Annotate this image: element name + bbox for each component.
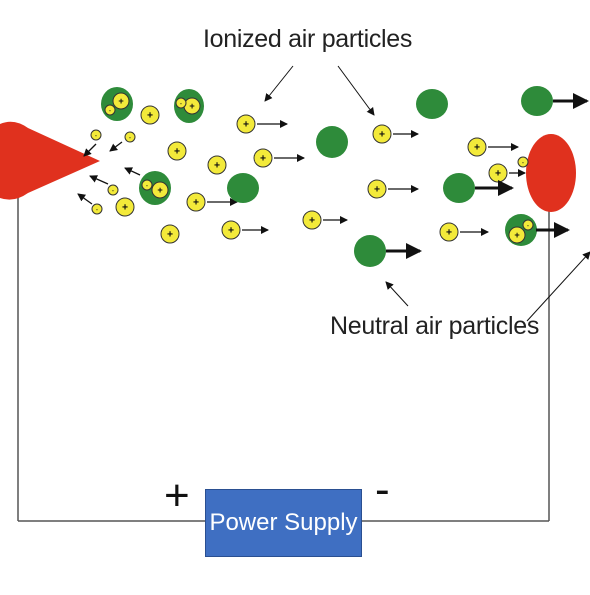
neutral-particle [316, 126, 348, 158]
negative-ion: - [107, 184, 119, 196]
neutral-particle [416, 89, 448, 119]
svg-text:-: - [180, 101, 182, 107]
svg-text:+: + [214, 160, 220, 171]
motion-arrow [77, 193, 93, 205]
svg-text:+: + [167, 229, 173, 240]
negative-terminal-sign: - [375, 465, 390, 514]
neutral-callout-left [385, 281, 409, 307]
positive-ion: + [115, 197, 135, 217]
ionized-cluster: +- [505, 214, 537, 246]
positive-ion: + [367, 179, 387, 199]
collector-electrode [526, 134, 576, 212]
motion-arrow [109, 141, 123, 152]
svg-text:+: + [374, 184, 380, 195]
svg-text:-: - [527, 223, 529, 229]
neutral-particle [521, 86, 553, 116]
svg-text:+: + [193, 197, 199, 208]
svg-text:+: + [243, 119, 249, 130]
svg-text:+: + [309, 215, 315, 226]
svg-text:-: - [129, 135, 131, 141]
negative-ion: - [517, 156, 529, 168]
ionized-callout-left [264, 65, 294, 102]
motion-arrow [124, 167, 141, 176]
svg-text:+: + [228, 225, 234, 236]
svg-text:-: - [96, 207, 98, 213]
svg-text:+: + [495, 168, 501, 179]
motion-arrow [83, 143, 97, 157]
positive-ion: + [302, 210, 322, 230]
positive-ion: + [160, 224, 180, 244]
positive-terminal-sign: + [164, 471, 190, 520]
neutral-particle [354, 235, 386, 267]
positive-ion: + [372, 124, 392, 144]
emitter-electrode [0, 121, 100, 200]
svg-text:-: - [95, 133, 97, 139]
svg-text:+: + [147, 110, 153, 121]
svg-text:-: - [112, 188, 114, 194]
motion-arrow [89, 175, 109, 185]
svg-text:+: + [379, 129, 385, 140]
svg-text:+: + [189, 101, 194, 111]
svg-text:+: + [174, 146, 180, 157]
ionized-cluster: +- [174, 89, 204, 123]
negative-ion: - [90, 129, 102, 141]
circuit-wires [17, 195, 550, 522]
ionized-cluster: +- [101, 87, 133, 121]
svg-text:-: - [109, 108, 111, 114]
positive-ion: + [253, 148, 273, 168]
positive-ion: + [207, 155, 227, 175]
callout-lines [264, 65, 590, 322]
negative-ion: - [124, 131, 136, 143]
svg-text:+: + [446, 227, 452, 238]
positive-ion: + [236, 114, 256, 134]
svg-text:+: + [514, 230, 519, 240]
svg-text:+: + [122, 202, 128, 213]
svg-text:+: + [474, 142, 480, 153]
power-supply-label: Power Supply [209, 509, 358, 536]
neutral-particle [227, 173, 259, 203]
negative-ion: - [91, 203, 103, 215]
svg-text:+: + [157, 185, 162, 195]
neutral-particles-label: Neutral air particles [330, 312, 540, 340]
svg-text:+: + [118, 96, 123, 106]
positive-ion: + [167, 141, 187, 161]
positive-ion: + [140, 105, 160, 125]
svg-text:-: - [146, 183, 148, 189]
ionized-particles-label: Ionized air particles [203, 25, 413, 53]
neutral-callout-right [526, 251, 590, 322]
positive-ion: + [221, 220, 241, 240]
positive-ion: + [186, 192, 206, 212]
ionized-callout-right [337, 65, 375, 116]
ionized-cluster: +- [139, 171, 171, 205]
positive-ion: + [488, 163, 508, 183]
neutral-particle [443, 173, 475, 203]
svg-text:+: + [260, 153, 266, 164]
positive-ion: + [439, 222, 459, 242]
particles-layer: +-+-+-+------+++++++++++++++ [77, 86, 589, 267]
positive-ion: + [467, 137, 487, 157]
svg-text:-: - [522, 160, 524, 166]
power-supply-box: Power Supply [205, 489, 362, 557]
